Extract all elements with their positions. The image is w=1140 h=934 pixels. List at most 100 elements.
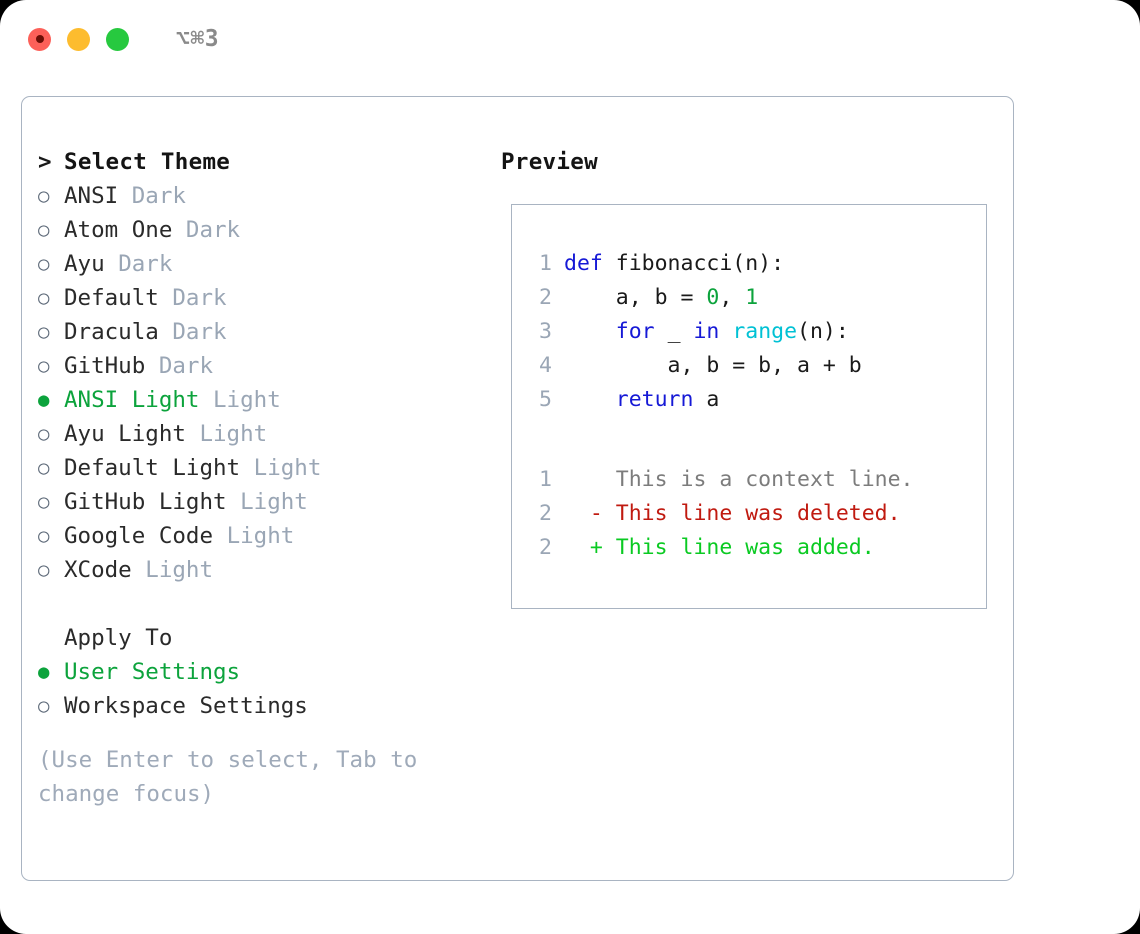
text-gap (186, 417, 200, 451)
theme-list: ○ ANSI Dark ○ Atom One Dark ○ Ayu Dark ○ Defaul… (38, 179, 488, 587)
text-gap (159, 281, 173, 315)
diff-line-text: This line was deleted. (615, 501, 901, 526)
keyboard-shortcut-label: ⌥⌘3 (176, 26, 220, 52)
line-number: 4 (539, 353, 552, 378)
diff-marker-icon: - (564, 501, 616, 526)
code-line: 5 return a (526, 383, 986, 417)
prompt-caret-icon: > (38, 149, 52, 175)
code-token: for (615, 319, 655, 344)
radio-unselected-icon: ○ (38, 423, 50, 445)
line-number: 5 (539, 387, 552, 412)
maximize-button[interactable] (106, 27, 129, 51)
code-token: return (615, 387, 694, 412)
theme-list-item[interactable]: ○ Default Dark (38, 281, 488, 315)
theme-name: Dracula (64, 319, 159, 345)
radio-unselected-icon: ○ (38, 491, 50, 513)
diff-line: 2 + This line was added. (526, 531, 986, 565)
theme-list-item[interactable]: ○Ayu Dark (38, 247, 488, 281)
code-token: (n): (797, 319, 849, 344)
theme-kind-label: Light (253, 455, 322, 481)
minimize-button[interactable] (67, 27, 90, 51)
code-diff-spacer (526, 417, 986, 463)
text-gap (172, 213, 186, 247)
theme-list-item[interactable]: ○Dracula Dark (38, 315, 488, 349)
blank-marker-icon: ○ (38, 621, 64, 655)
apply-to-option[interactable]: ●User Settings (38, 655, 488, 689)
theme-kind-label: Light (145, 557, 214, 583)
code-token (719, 319, 732, 344)
theme-list-item[interactable]: ○Ayu Light Light (38, 417, 488, 451)
line-number: 1 (539, 251, 552, 276)
radio-unselected-icon: ○ (38, 695, 50, 717)
theme-kind-label: Light (226, 523, 295, 549)
code-line: 2 a, b = 0, 1 (526, 281, 986, 315)
theme-kind-label: Dark (185, 217, 241, 243)
radio-unselected-icon: ○ (38, 457, 50, 479)
theme-kind-label: Dark (158, 353, 214, 379)
text-gap (132, 553, 146, 587)
diff-block: 1 This is a context line. 2 - This line w… (526, 463, 986, 565)
radio-unselected-icon: ○ (38, 559, 50, 581)
radio-unselected-icon: ○ (38, 185, 50, 207)
code-token: a, b = (564, 285, 707, 310)
select-theme-header: > Select Theme (38, 145, 488, 179)
apply-to-label: Apply To (64, 625, 173, 651)
line-number: 1 (539, 467, 552, 492)
theme-selector-panel: > Select Theme ○ANSI Dark○Atom One Dark○… (38, 145, 488, 811)
theme-list-item[interactable]: ○ Atom One Dark (38, 213, 488, 247)
theme-name: Default (64, 285, 159, 311)
list-spacer (38, 587, 488, 621)
radio-unselected-icon: ○ (38, 525, 50, 547)
theme-name: Ayu Light (64, 421, 186, 447)
radio-unselected-icon: ○ (38, 253, 50, 275)
apply-to-options: ●User Settings ○ Workspace Settings (38, 655, 488, 723)
radio-unselected-icon: ○ (38, 321, 50, 343)
code-token: in (693, 319, 720, 344)
theme-kind-label: Light (213, 387, 281, 413)
theme-list-item[interactable]: ○XCode Light (38, 553, 488, 587)
diff-line-text: This is a context line. (615, 467, 914, 492)
diff-marker-icon (564, 467, 616, 492)
code-token: 0 (706, 285, 720, 310)
radio-selected-icon: ● (38, 389, 50, 411)
radio-unselected-icon: ○ (38, 287, 50, 309)
code-token (564, 319, 616, 344)
code-token (564, 387, 616, 412)
code-token: a, b = b, a + b (564, 353, 862, 378)
code-token: _ (654, 319, 694, 344)
theme-name: Atom One (64, 217, 173, 243)
code-token: a (693, 387, 720, 412)
page-title: Select Theme (64, 149, 231, 175)
title-bar: ⌥⌘3 (0, 0, 1140, 78)
diff-line-text: This line was added. (615, 535, 875, 560)
line-number: 2 (539, 535, 552, 560)
text-gap (199, 383, 213, 417)
code-token: range (732, 319, 798, 344)
theme-list-item[interactable]: ○ Default Light Light (38, 451, 488, 485)
theme-name: Ayu (64, 251, 105, 277)
text-gap (145, 349, 159, 383)
theme-list-item[interactable]: ○GitHub Light Light (38, 485, 488, 519)
code-token: fibonacci (615, 251, 733, 276)
recording-dot-icon (35, 35, 44, 43)
close-button[interactable] (28, 27, 51, 51)
theme-kind-label: Dark (172, 285, 227, 311)
theme-list-item[interactable]: ●ANSI Light Light (38, 383, 488, 417)
text-gap (118, 179, 132, 213)
theme-kind-label: Dark (131, 183, 186, 209)
text-gap (213, 519, 227, 553)
apply-to-option-label: Workspace Settings (64, 693, 308, 719)
code-token: def (564, 251, 616, 276)
theme-name: ANSI (64, 183, 119, 209)
radio-unselected-icon: ○ (38, 219, 50, 241)
apply-to-option[interactable]: ○ Workspace Settings (38, 689, 488, 723)
theme-list-item[interactable]: ○ ANSI Dark (38, 179, 488, 213)
theme-list-item[interactable]: ○GitHub Dark (38, 349, 488, 383)
theme-name: Default Light (64, 455, 241, 481)
theme-list-item[interactable]: ○Google Code Light (38, 519, 488, 553)
theme-name: GitHub Light (64, 489, 227, 515)
